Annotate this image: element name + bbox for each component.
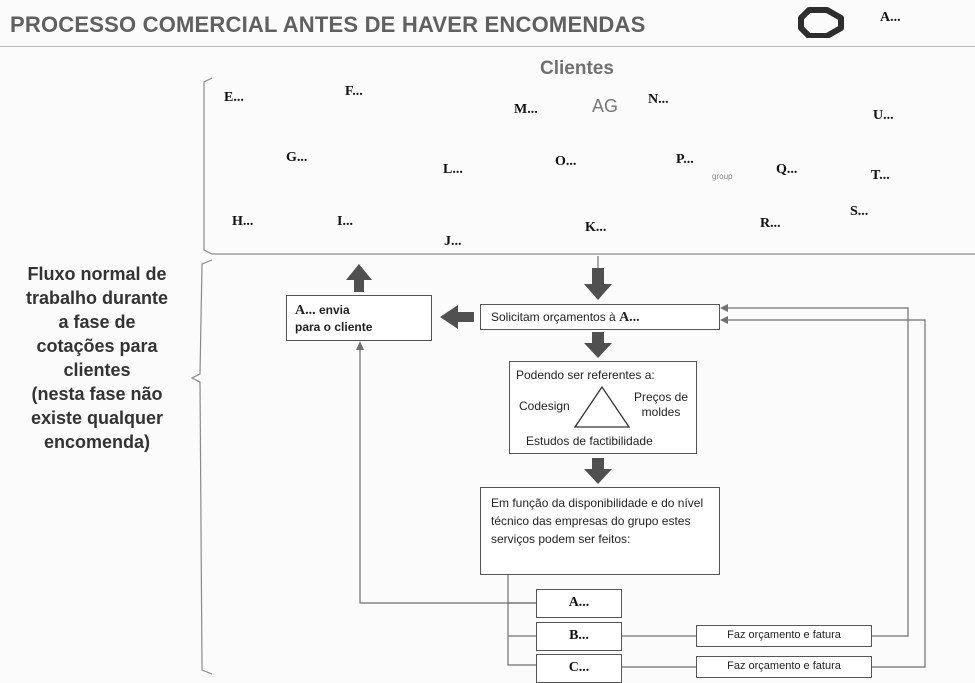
company-box-b: B... bbox=[536, 622, 622, 651]
client-name: N... bbox=[648, 92, 669, 107]
request-company-short: A... bbox=[619, 310, 640, 325]
side-note-line: trabalho durante bbox=[25, 288, 168, 308]
client-name: G... bbox=[286, 150, 308, 165]
arrow-down-to-ref bbox=[584, 332, 612, 358]
arrow-up-to-clients bbox=[346, 264, 372, 292]
client-name: E... bbox=[224, 90, 244, 105]
page-title: PROCESSO COMERCIAL ANTES DE HAVER ENCOME… bbox=[10, 12, 646, 37]
client-name: H... bbox=[232, 214, 254, 229]
client-name: R... bbox=[760, 216, 781, 231]
arrow-left-to-send bbox=[440, 305, 474, 329]
reference-title: Podendo ser referentes a: bbox=[516, 368, 655, 382]
reference-box: Podendo ser referentes a: Codesign Preço… bbox=[509, 361, 697, 454]
company-logo-icon bbox=[798, 7, 844, 38]
logo-label: A... bbox=[880, 10, 901, 25]
request-text: Solicitam orçamentos à bbox=[491, 310, 616, 324]
reference-mold-prices: Preços de moldes bbox=[633, 390, 689, 419]
client-name: J... bbox=[444, 234, 462, 249]
send-verb: envia bbox=[318, 303, 350, 317]
quote-invoice-box-b: Faz orçamento e fatura bbox=[696, 625, 872, 647]
feedback-b bbox=[728, 307, 909, 637]
company-box-c: C... bbox=[536, 654, 622, 683]
client-name: I... bbox=[337, 214, 353, 229]
arrow-down-to-request bbox=[584, 268, 612, 300]
client-faint-small-text: group bbox=[712, 172, 733, 181]
client-name: U... bbox=[873, 108, 894, 123]
company-box-a: A... bbox=[536, 589, 622, 618]
side-note-line: cotações para bbox=[36, 336, 158, 356]
left-bracket bbox=[190, 259, 213, 675]
arrow-down-to-func bbox=[584, 458, 612, 484]
client-faint-logo-text: AG bbox=[592, 96, 619, 116]
availability-box: Em função da disponibilidade e do nível … bbox=[480, 487, 720, 575]
client-name: O... bbox=[555, 154, 577, 169]
side-note-line: a fase de bbox=[58, 312, 136, 332]
side-note-line: encomenda) bbox=[43, 432, 151, 452]
client-name: K... bbox=[585, 220, 607, 235]
connector-a-to-send bbox=[359, 344, 536, 604]
clients-bracket bbox=[203, 77, 975, 255]
side-note-line: (nesta fase não bbox=[31, 384, 163, 404]
client-name: M... bbox=[514, 102, 538, 117]
triangle-icon bbox=[573, 385, 631, 428]
side-note-line: Fluxo normal de bbox=[27, 264, 167, 284]
client-name: T... bbox=[871, 168, 890, 183]
side-note-line: existe qualquer bbox=[30, 408, 164, 428]
reference-codesign: Codesign bbox=[519, 399, 570, 413]
side-note: Fluxo normal de trabalho durante a fase … bbox=[8, 262, 186, 454]
request-quotes-box: Solicitam orçamentos à A... bbox=[480, 304, 720, 330]
send-line-2: para o cliente bbox=[295, 320, 373, 334]
client-name: F... bbox=[345, 84, 363, 99]
send-to-client-box: A... envia para o cliente bbox=[286, 295, 432, 341]
side-note-line: clientes bbox=[63, 360, 131, 380]
client-name: L... bbox=[443, 162, 463, 177]
reference-feasibility: Estudos de factibilidade bbox=[526, 434, 653, 448]
feedback-c bbox=[728, 319, 926, 668]
title-rule bbox=[0, 46, 975, 47]
client-name: S... bbox=[850, 204, 869, 219]
client-name: P... bbox=[676, 152, 694, 167]
connector-trunk bbox=[507, 575, 536, 666]
send-company-short: A... bbox=[295, 303, 316, 318]
quote-invoice-box-c: Faz orçamento e fatura bbox=[696, 656, 872, 678]
clients-title: Clientes bbox=[540, 58, 614, 79]
client-name: Q... bbox=[776, 162, 798, 177]
